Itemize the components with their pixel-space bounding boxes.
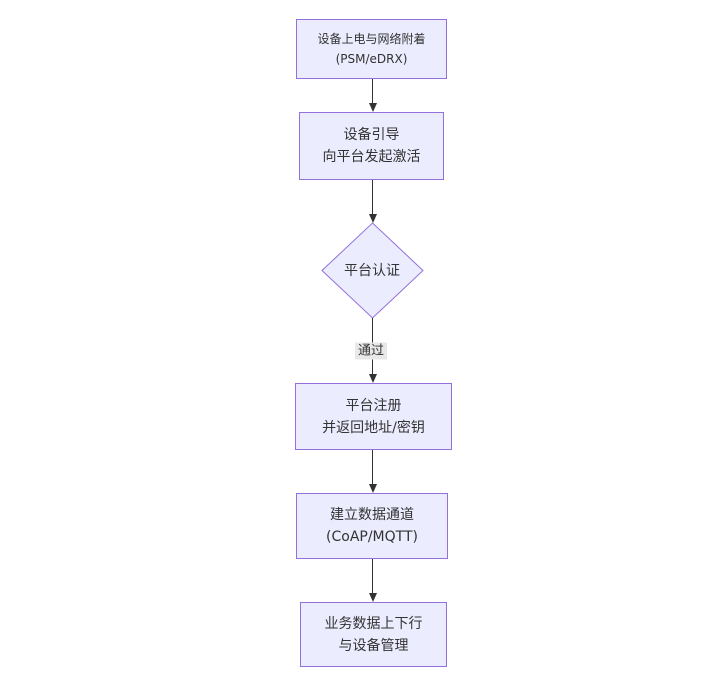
node-text-line: (CoAP/MQTT)	[326, 529, 418, 545]
node-text-line: 并返回地址/密钥	[322, 419, 425, 436]
arrowhead-icon	[368, 593, 377, 602]
node-text-line: (PSM/eDRX)	[335, 52, 408, 66]
node-text-line: 业务数据上下行	[324, 615, 423, 632]
edge-line	[372, 180, 373, 215]
node-data-channel: 建立数据通道 (CoAP/MQTT)	[296, 493, 448, 559]
node-register: 平台注册 并返回地址/密钥	[295, 383, 452, 450]
node-bootstrap: 设备引导 向平台发起激活	[299, 112, 444, 180]
node-text-line: 设备引导	[343, 127, 400, 143]
node-text-line: 平台注册	[345, 397, 402, 414]
edge-power-to-bootstrap	[368, 79, 377, 112]
node-text-line: 与设备管理	[338, 637, 409, 654]
decision-platform-auth-label: 平台认证	[344, 263, 400, 279]
edge-label-pass: 通过	[354, 342, 388, 360]
node-text-line: 建立数据通道	[330, 507, 414, 523]
arrowhead-icon	[368, 374, 377, 383]
arrowhead-icon	[368, 103, 377, 112]
node-text-line: 设备上电与网络附着	[317, 32, 426, 46]
edge-channel-to-business	[368, 559, 377, 602]
edge-bootstrap-to-auth	[368, 180, 377, 223]
node-business-data: 业务数据上下行 与设备管理	[300, 602, 447, 667]
edge-line	[372, 79, 373, 104]
edge-line	[372, 450, 373, 485]
arrowhead-icon	[368, 484, 377, 493]
edge-register-to-channel	[368, 450, 377, 493]
arrowhead-icon	[368, 214, 377, 223]
edge-line	[372, 559, 373, 594]
node-power-attach: 设备上电与网络附着 (PSM/eDRX)	[296, 19, 447, 79]
node-text-line: 向平台发起激活	[322, 149, 421, 165]
